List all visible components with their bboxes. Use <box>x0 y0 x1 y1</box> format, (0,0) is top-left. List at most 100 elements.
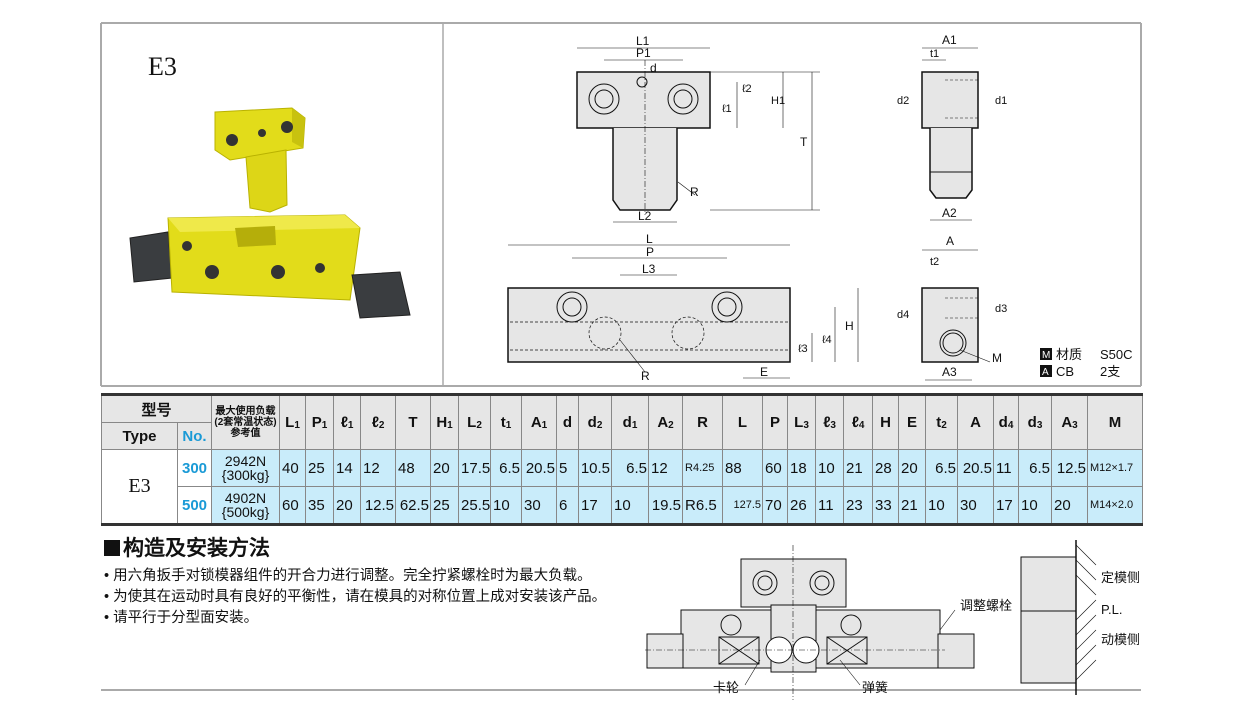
value-cell: 18 <box>787 449 817 487</box>
header-col: A1 <box>521 394 558 450</box>
value-cell: 30 <box>521 486 558 525</box>
header-col: L3 <box>787 394 817 450</box>
value-cell: 20 <box>430 449 460 487</box>
label-parting-line: P.L. <box>1101 602 1122 617</box>
dim-L: L <box>646 232 653 246</box>
value-cell: R4.25 <box>682 449 724 487</box>
value-cell: 33 <box>872 486 900 525</box>
value-cell: 5 <box>556 449 580 487</box>
value-cell: M12×1.7 <box>1087 449 1144 487</box>
value-cell: 6.5 <box>611 449 650 487</box>
value-cell: 25 <box>430 486 460 525</box>
value-cell: 10 <box>611 486 650 525</box>
dim-d1: d1 <box>995 95 1007 107</box>
accessory-badge-icon <box>1040 365 1052 377</box>
dim-A1: A1 <box>942 33 957 47</box>
section-title: 构造及安装方法 <box>104 532 624 562</box>
dim-P: P <box>646 245 654 259</box>
top-frame <box>100 22 1142 691</box>
dim-T: T <box>800 135 808 149</box>
end-view-drawing: A t2 d4 d3 M A3 <box>897 234 1007 381</box>
dim-R-bottom: R <box>641 369 650 383</box>
dim-l4: ℓ4 <box>822 334 832 346</box>
dim-L3: L3 <box>642 262 656 276</box>
value-cell: 21 <box>843 449 874 487</box>
dim-L1: L1 <box>636 34 650 48</box>
load-cell: 4902N{500kg} <box>211 486 281 525</box>
value-cell: 20.5 <box>521 449 558 487</box>
value-cell: 10 <box>925 486 959 525</box>
value-cell: 6.5 <box>490 449 523 487</box>
value-cell: 12 <box>360 449 397 487</box>
dim-H: H <box>845 319 854 333</box>
no-cell: 300 <box>176 449 213 487</box>
header-col: P <box>762 394 789 450</box>
product-photo: E3 <box>129 52 411 319</box>
value-cell: R6.5 <box>682 486 724 525</box>
top-view-drawing: L1 P1 d ℓ2 ℓ1 H1 T R L2 <box>576 34 820 223</box>
header-col: L2 <box>458 394 492 450</box>
value-cell: 25 <box>305 449 335 487</box>
value-cell: 25.5 <box>458 486 492 525</box>
header-col: t1 <box>490 394 523 450</box>
header-col: d3 <box>1018 394 1053 450</box>
dim-t2: t2 <box>930 256 939 268</box>
header-col: ℓ2 <box>360 394 397 450</box>
value-cell: 6 <box>556 486 580 525</box>
header-col: d <box>556 394 580 450</box>
header-col: A <box>957 394 995 450</box>
header-col: ℓ4 <box>843 394 874 450</box>
dim-t1: t1 <box>930 48 939 60</box>
value-cell: 60 <box>279 486 307 525</box>
dim-M: M <box>992 351 1002 365</box>
value-cell: 35 <box>305 486 335 525</box>
badge-m: M <box>1042 350 1050 361</box>
header-col: t2 <box>925 394 959 450</box>
dim-E: E <box>760 365 768 379</box>
photo-label: E3 <box>148 52 177 81</box>
dim-A2: A2 <box>942 206 957 220</box>
dim-d4: d4 <box>897 309 909 321</box>
value-cell: 17 <box>578 486 613 525</box>
header-col: T <box>395 394 432 450</box>
header-col: R <box>682 394 724 450</box>
value-cell: 17.5 <box>458 449 492 487</box>
value-cell: 62.5 <box>395 486 432 525</box>
dim-L2: L2 <box>638 209 652 223</box>
label-adjust-bolt: 调整螺栓 <box>960 598 1012 613</box>
dim-l2: ℓ2 <box>742 83 752 95</box>
load-cell: 2942N{300kg} <box>211 449 281 487</box>
value-cell: 19.5 <box>648 486 684 525</box>
dim-A: A <box>946 234 954 248</box>
legend-accessory-label: CB <box>1056 364 1074 379</box>
value-cell: 6.5 <box>1018 449 1053 487</box>
value-cell: 20 <box>333 486 362 525</box>
dim-H1: H1 <box>771 95 785 107</box>
dim-R: R <box>690 185 699 199</box>
value-cell: 10 <box>490 486 523 525</box>
dim-d2: d2 <box>897 95 909 107</box>
lock-block-lower <box>129 214 411 319</box>
value-cell: 10 <box>815 449 845 487</box>
assembly-drawing: 调整螺栓 卡轮 弹簧 定模侧 P.L. 动模侧 <box>645 540 1140 700</box>
no-cell: 500 <box>176 486 213 525</box>
value-cell: 17 <box>993 486 1020 525</box>
value-cell: 40 <box>279 449 307 487</box>
value-cell: 20 <box>1051 486 1089 525</box>
value-cell: 20.5 <box>957 449 995 487</box>
header-col: E <box>898 394 927 450</box>
method-list: 用六角扳手对锁模器组件的开合力进行调整。完全拧紧螺栓时为最大负载。 为使其在运动… <box>104 566 624 629</box>
header-col: M <box>1087 394 1144 450</box>
header-col: L <box>722 394 764 450</box>
dim-d3: d3 <box>995 303 1007 315</box>
header-col: A2 <box>648 394 684 450</box>
value-cell: 127.5 <box>722 486 764 525</box>
header-model: 型号 <box>100 394 213 423</box>
method-item: 为使其在运动时具有良好的平衡性，请在模具的对称位置上成对安装该产品。 <box>104 587 624 608</box>
label-fixed-side: 定模侧 <box>1101 570 1140 585</box>
header-col: ℓ1 <box>333 394 362 450</box>
bottom-view-drawing: L P L3 H ℓ4 ℓ3 E R <box>507 232 859 383</box>
material-badge-icon <box>1040 348 1052 360</box>
